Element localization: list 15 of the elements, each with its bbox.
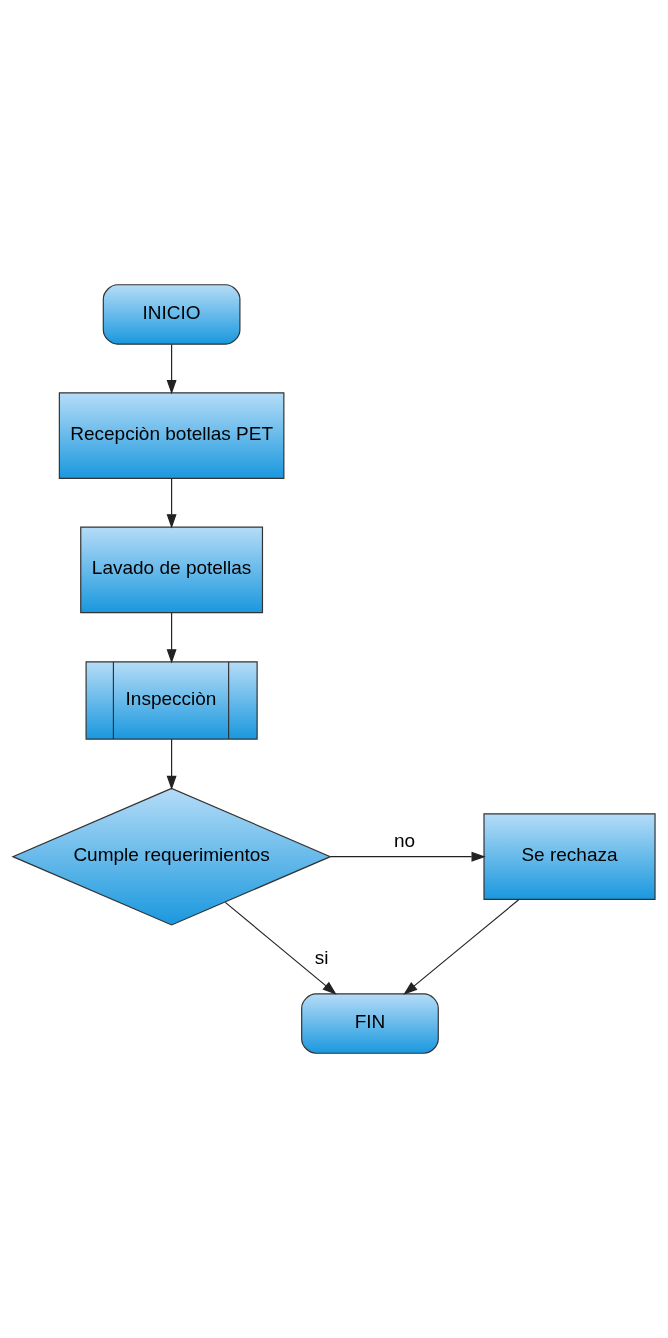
arrow: [166, 738, 177, 791]
arrow: [224, 901, 337, 995]
node-box: INICIO: [102, 284, 241, 345]
arrow: [166, 612, 177, 664]
edge-label: si: [314, 946, 329, 968]
node-box: Se rechaza: [483, 813, 656, 901]
node-box: Lavado de potellas: [80, 526, 264, 614]
node-box: FIN: [301, 993, 439, 1054]
arrow: [166, 477, 177, 529]
node-diamond: Cumple requerimientos: [11, 787, 332, 926]
arrow: [403, 899, 520, 995]
arrow: [330, 851, 486, 862]
node-box: Recepciòn botellas PET: [58, 392, 285, 479]
arrow: [166, 343, 177, 395]
edge-label: no: [393, 829, 416, 851]
